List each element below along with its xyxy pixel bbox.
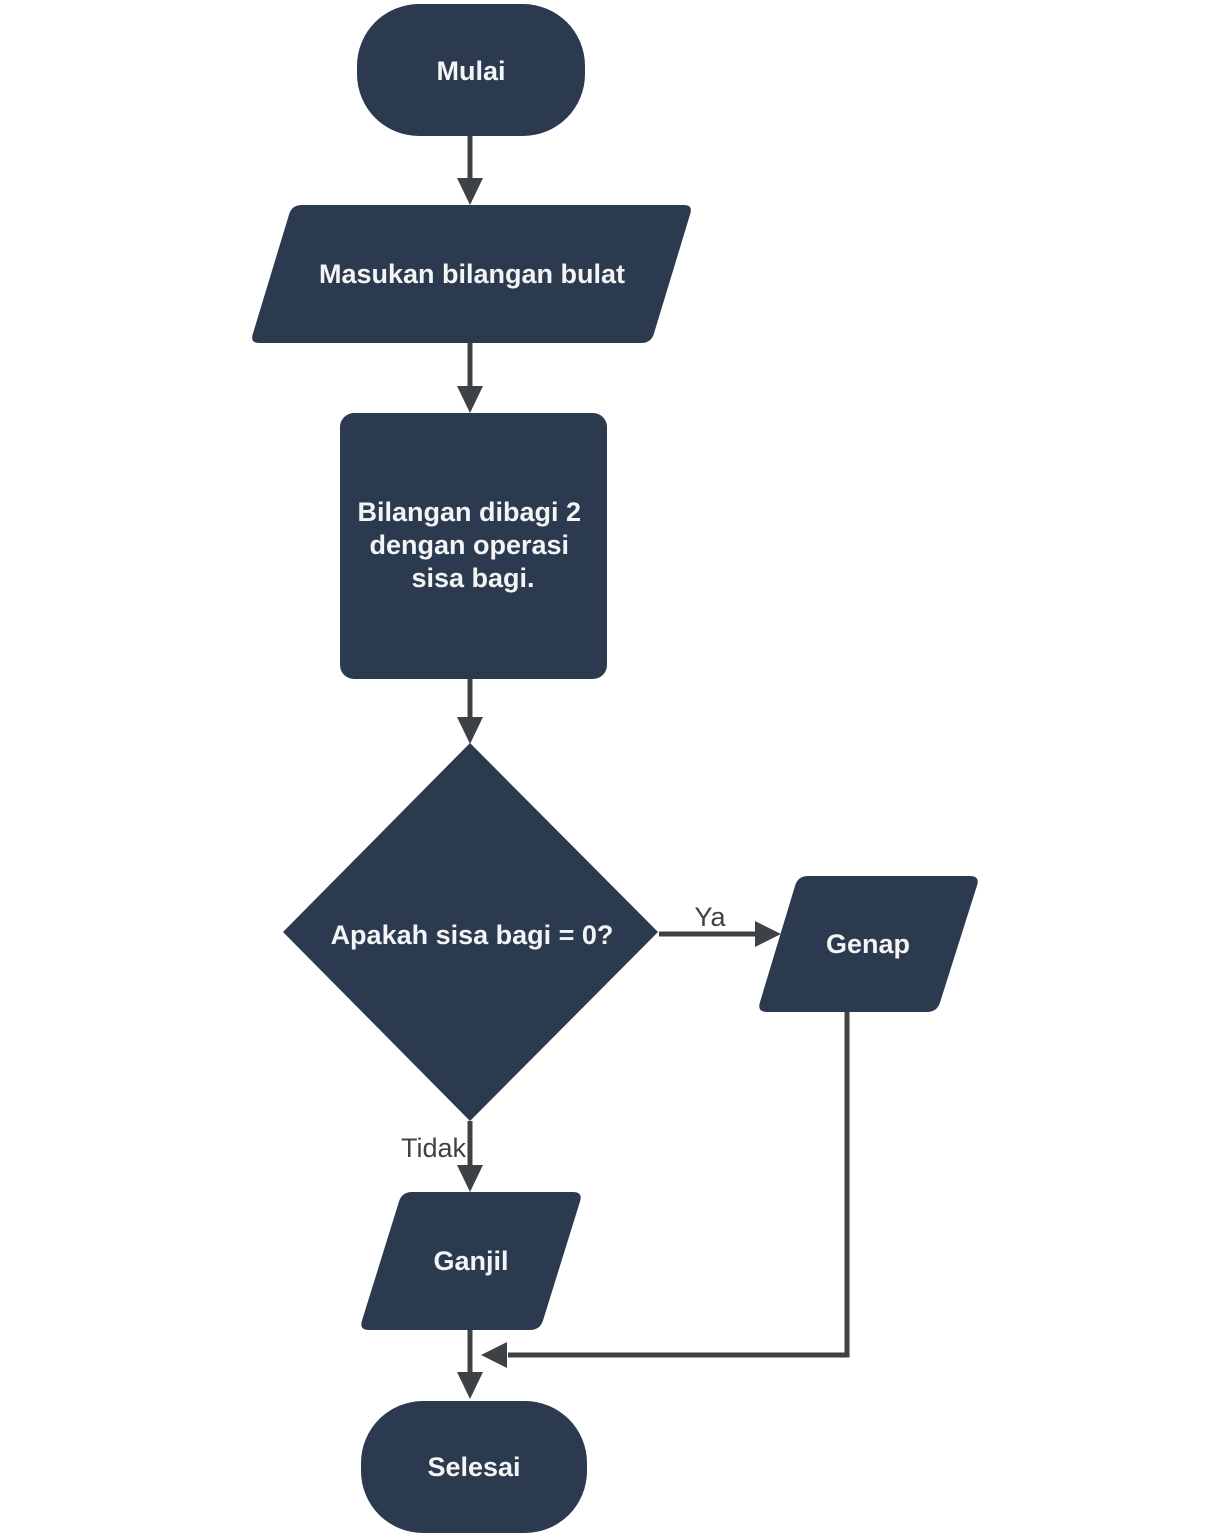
edge-process-to-decision-arrowhead-icon xyxy=(457,717,483,744)
edge-label-no: Tidak xyxy=(401,1133,467,1163)
process-label-line3: sisa bagi. xyxy=(411,563,534,593)
process-label: Bilangan dibagi 2 dengan operasi sisa ba… xyxy=(357,497,588,593)
process-rect-shape xyxy=(340,413,607,679)
start-terminator-shape xyxy=(357,4,585,136)
input-parallelogram-shape xyxy=(252,205,691,343)
node-labels: Mulai Masukan bilangan bulat Bilangan di… xyxy=(319,56,910,1482)
edge-genap-to-join-arrowhead-icon xyxy=(481,1342,507,1368)
process-label-line1: Bilangan dibagi 2 xyxy=(357,497,581,527)
start-label: Mulai xyxy=(436,56,505,86)
decision-diamond-shape xyxy=(283,743,658,1121)
connectors xyxy=(457,136,850,1399)
ganjil-label: Ganjil xyxy=(433,1246,508,1276)
edge-no-to-ganjil-arrowhead-icon xyxy=(457,1165,483,1192)
edge-label-yes: Ya xyxy=(694,902,726,932)
genap-label: Genap xyxy=(826,929,910,959)
genap-parallelogram-shape xyxy=(759,876,978,1012)
edge-ganjil-to-end-arrowhead-icon xyxy=(457,1372,483,1399)
decision-label: Apakah sisa bagi = 0? xyxy=(331,920,614,950)
end-terminator-shape xyxy=(361,1401,587,1533)
edge-yes-to-genap-arrowhead-icon xyxy=(755,921,781,947)
node-shapes xyxy=(252,4,978,1533)
end-label: Selesai xyxy=(427,1452,520,1482)
edge-input-to-process-arrowhead-icon xyxy=(457,386,483,413)
edge-start-to-input-arrowhead-icon xyxy=(457,178,483,205)
edge-genap-to-join-line xyxy=(508,1012,850,1358)
process-label-line2: dengan operasi xyxy=(369,530,569,560)
input-label: Masukan bilangan bulat xyxy=(319,259,625,289)
edge-labels: Ya Tidak xyxy=(401,902,727,1163)
ganjil-parallelogram-shape xyxy=(361,1192,581,1330)
